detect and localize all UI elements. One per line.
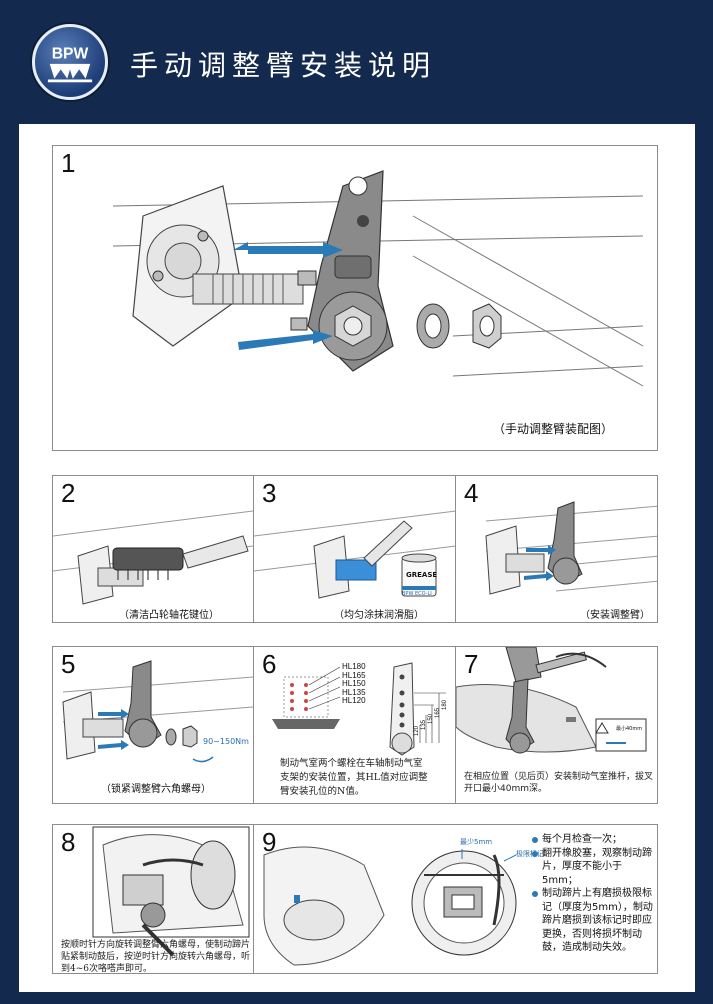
page-title: 手动调整臂安装说明 [130, 49, 437, 82]
torque-label: 90~150Nm [203, 737, 249, 746]
dimension-label: 165 [435, 707, 442, 719]
adjust-nut-illustration [92, 826, 250, 957]
grease-sub-label: BPW ECO-LI [402, 591, 432, 597]
hl-label: HL165 [342, 670, 366, 680]
panel-caption: （均匀涂抹润滑脂） [334, 610, 424, 621]
row-steps-5-7: 5 90~150Nm （锁紧调整臂六角螺母） 6 [52, 646, 658, 804]
panel-note: 按顺时针方向旋转调整臂六角螺母，使制动蹄片贴紧制动鼓后，按逆时针方向旋转六角螺母… [61, 940, 251, 974]
cleaning-illustration [53, 510, 253, 605]
panel-caption: （清洁凸轮轴花键位） [119, 610, 219, 621]
panel-step-9: 9 最少5mm 极限标记 每个月检查一次； 翻开橡胶塞，观察制动蹄片，厚度不能小… [253, 825, 657, 973]
dimension-label: 120 [414, 725, 421, 737]
dimension-label: 180 [442, 699, 449, 711]
step-number: 2 [61, 478, 76, 508]
hl-label: HL180 [342, 662, 366, 671]
step-number: 3 [262, 478, 277, 508]
panel-step-4: 4 （安装调整臂） [455, 476, 657, 622]
row-steps-8-9: 8 按顺时针方向旋转调整臂六角螺母，使制动蹄片贴紧制动鼓后，按逆时针方向旋转六角… [52, 824, 658, 974]
min-thickness-label: 最少5mm [460, 838, 493, 846]
tighten-nut-illustration [62, 660, 253, 763]
assembly-illustration [112, 170, 644, 387]
dimension-label: 135 [421, 719, 428, 731]
wear-limit-label: 极限标记 [516, 850, 544, 858]
step-number: 8 [61, 827, 76, 857]
panel-caption: （锁紧调整臂六角螺母） [101, 784, 211, 795]
panel-step-8: 8 按顺时针方向旋转调整臂六角螺母，使制动蹄片贴紧制动鼓后，按逆时针方向旋转六角… [53, 825, 253, 973]
step-number: 4 [464, 478, 479, 508]
bullet-item: 翻开橡胶塞，观察制动蹄片，厚度不能小于5mm； [532, 847, 656, 888]
header: BPW 手动调整臂安装说明 [0, 0, 713, 120]
panel-caption: （手动调整臂装配图） [493, 422, 614, 436]
inspection-bullets: 每个月检查一次； 翻开橡胶塞，观察制动蹄片，厚度不能小于5mm； 制动蹄片上有磨… [532, 833, 656, 955]
bullet-item: 每个月检查一次； [532, 833, 656, 847]
instruction-sheet: 1 [19, 124, 695, 992]
panel-step-6: 6 [253, 647, 455, 803]
hl-label: HL150 [342, 679, 366, 688]
step-number: 9 [262, 827, 277, 857]
lining-inspection-illustration [263, 846, 517, 966]
step-number: 7 [464, 649, 479, 679]
bpw-logo-mark: BPW [47, 45, 93, 83]
panel-caption: （安装调整臂） [580, 610, 650, 621]
panel-note: 制动气室两个螺栓在车轴制动气室支架的安装位置，其HL值对应调整臂安装孔位的N值。 [280, 758, 428, 797]
dimension-label: 150 [428, 713, 435, 725]
grease-label: GREASE [406, 571, 438, 579]
row-steps-2-4: 2 （清洁凸轮轴花键位） 3 GREASE [52, 475, 658, 623]
step-number: 1 [61, 148, 76, 178]
warning-label: 最小40mm [616, 726, 643, 732]
panel-step-2: 2 （清洁凸轮轴花键位） [53, 476, 253, 622]
bpw-logo: BPW [32, 24, 108, 100]
install-arm-illustration [485, 501, 657, 595]
step-number: 6 [262, 649, 277, 679]
panel-note: 在相应位置（见后页）安装制动气室推杆，拔叉开口最小40mm深。 [464, 772, 654, 794]
hl-position-diagram [272, 662, 446, 756]
hl-label: HL120 [342, 696, 366, 705]
panel-step-5: 5 90~150Nm （锁紧调整臂六角螺母） [53, 647, 253, 803]
bullet-item: 制动蹄片上有磨损极限标记（厚度为5mm），制动蹄片磨损到该标记时即应更换，否则将… [532, 887, 656, 955]
step-number: 5 [61, 649, 76, 679]
grease-illustration [254, 510, 456, 599]
panel-step-7: 7 最小40mm 在相应位置（见后页）安装制动气室推杆，拔叉开口最小40mm深。 [455, 647, 657, 803]
panel-assembly-diagram: 1 [52, 145, 658, 451]
hl-label-list: HL180 HL165 HL150 HL135 HL120 [342, 662, 366, 706]
logo-letters: BPW [52, 45, 89, 62]
push-rod-illustration [456, 647, 647, 754]
panel-step-3: 3 GREASE BPW ECO-LI （均匀涂抹润滑脂） [253, 476, 456, 622]
hl-label: HL135 [342, 687, 366, 697]
